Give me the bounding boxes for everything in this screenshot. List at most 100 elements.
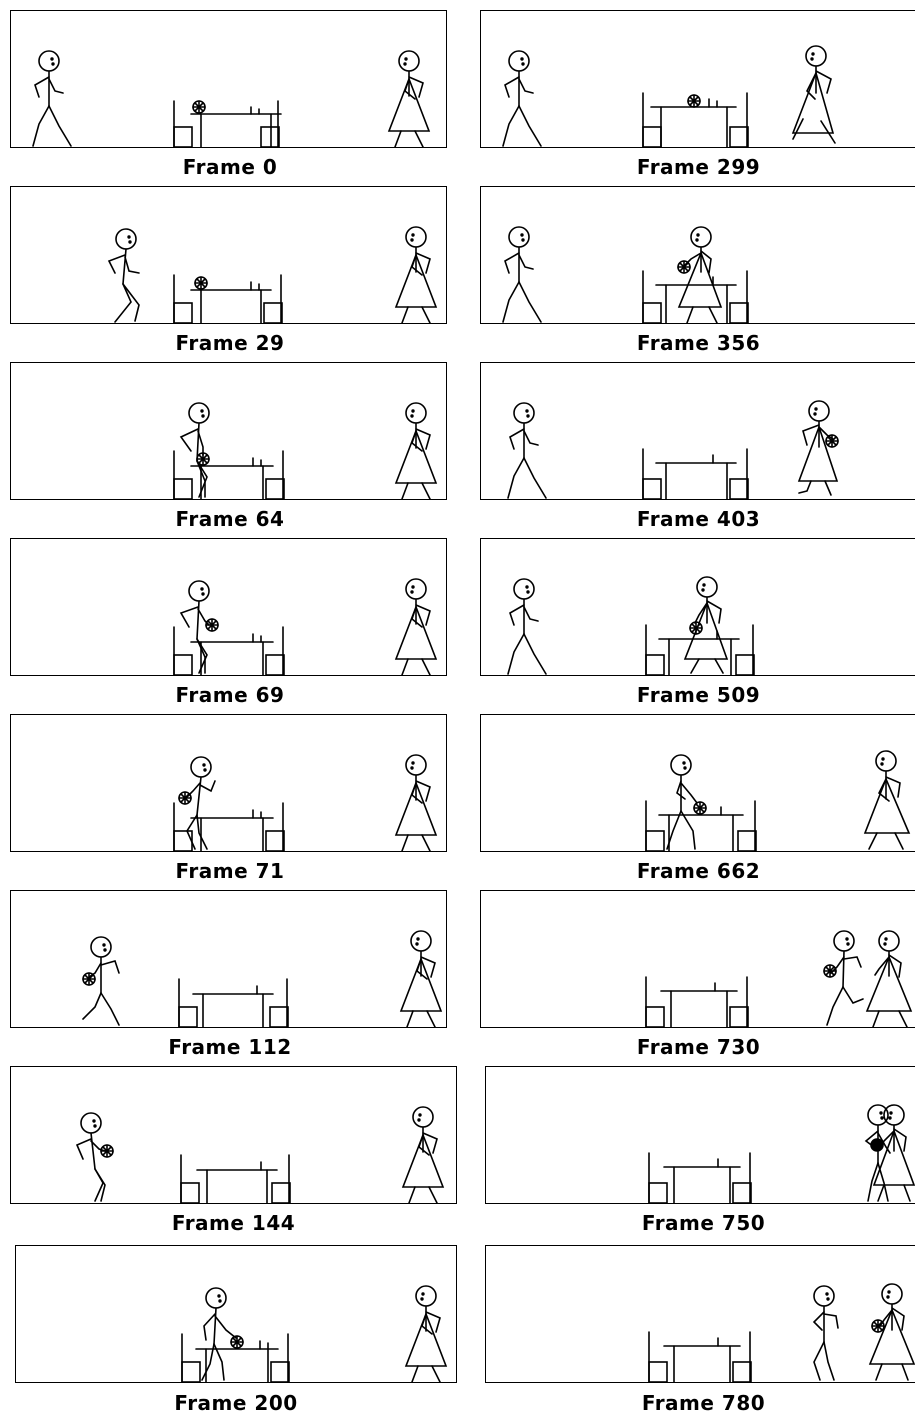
ball <box>826 435 838 447</box>
chair-right <box>736 625 754 675</box>
stick-figure-left <box>181 581 209 673</box>
frame-caption: Frame 730 <box>480 1035 915 1059</box>
frame-panel <box>480 538 915 676</box>
chair-right <box>733 1153 751 1203</box>
chair-left <box>181 1155 199 1203</box>
stick-figure-right <box>865 751 909 849</box>
ball <box>195 277 207 289</box>
ball <box>824 965 836 977</box>
stick-figure-left <box>77 1113 105 1201</box>
stick-figure-left <box>181 403 209 497</box>
stick-figure-left <box>814 1286 838 1380</box>
stick-figure-right <box>396 403 436 499</box>
scene-drawing <box>16 1246 457 1383</box>
frame-panel <box>10 10 447 148</box>
scene-drawing <box>11 187 447 324</box>
stick-figure-right <box>679 227 721 323</box>
stick-figure-right <box>389 51 429 147</box>
table <box>197 1162 277 1203</box>
chair-left <box>179 979 197 1027</box>
frame-cell-64: Frame 64 <box>10 362 450 537</box>
scene-drawing <box>11 363 447 500</box>
stick-figure-right <box>396 227 436 323</box>
scene-drawing <box>11 715 447 852</box>
chair-right <box>730 977 748 1027</box>
table <box>664 1338 740 1382</box>
scene-drawing <box>11 891 447 1028</box>
ball <box>101 1145 113 1157</box>
table <box>191 810 273 851</box>
frame-panel <box>480 186 915 324</box>
chair-right <box>733 1332 751 1382</box>
chair-left <box>649 1153 667 1203</box>
scene-drawing <box>11 11 447 148</box>
scene-drawing <box>481 539 915 676</box>
frame-caption: Frame 509 <box>480 683 915 707</box>
table <box>656 277 736 323</box>
chair-right <box>266 451 284 499</box>
frame-panel <box>480 362 915 500</box>
chair-left <box>174 275 192 323</box>
ball <box>193 101 205 113</box>
frame-panel <box>480 714 915 852</box>
scene-drawing <box>481 11 915 148</box>
ball <box>179 792 191 804</box>
stick-figure-right <box>396 755 436 851</box>
frame-cell-403: Frame 403 <box>480 362 915 537</box>
stick-figure-left <box>667 755 697 849</box>
frame-caption: Frame 112 <box>10 1035 450 1059</box>
stick-figure-left <box>202 1288 236 1380</box>
frame-panel <box>480 10 915 148</box>
frame-cell-356: Frame 356 <box>480 186 915 361</box>
ball <box>690 622 702 634</box>
frame-caption: Frame 403 <box>480 507 915 531</box>
chair-right <box>270 979 288 1027</box>
stick-figure-right <box>867 931 911 1027</box>
chair-left <box>643 449 661 499</box>
scene-drawing <box>486 1246 915 1383</box>
chair-right <box>264 275 282 323</box>
frame-panel <box>10 538 447 676</box>
frame-cell-0: Frame 0 <box>10 10 450 185</box>
chair-right <box>272 1155 290 1203</box>
frame-cell-200: Frame 200 <box>15 1245 450 1421</box>
ball <box>678 261 690 273</box>
frame-cell-69: Frame 69 <box>10 538 450 713</box>
frame-caption: Frame 780 <box>485 1391 915 1415</box>
frame-panel <box>10 186 447 324</box>
chair-right <box>266 803 284 851</box>
stick-figure-right <box>874 1105 914 1201</box>
frame-panel <box>10 362 447 500</box>
frame-panel <box>15 1245 457 1383</box>
scene-drawing <box>11 1067 457 1204</box>
chair-left <box>649 1332 667 1382</box>
table <box>661 983 737 1027</box>
stick-figure-left <box>109 229 139 322</box>
frame-cell-750: Frame 750 <box>485 1066 915 1241</box>
frame-caption: Frame 69 <box>10 683 450 707</box>
stick-figure-right <box>401 931 441 1027</box>
frame-caption: Frame 299 <box>480 155 915 179</box>
chair-left <box>646 977 664 1027</box>
scene-drawing <box>481 891 915 1028</box>
chair-left <box>174 101 192 147</box>
frame-caption: Frame 64 <box>10 507 450 531</box>
chair-right <box>738 801 756 851</box>
ball <box>206 619 218 631</box>
frame-caption: Frame 0 <box>10 155 450 179</box>
chair-right <box>730 93 748 147</box>
stick-figure-right <box>406 1286 446 1382</box>
scene-drawing <box>481 715 915 852</box>
chair-left <box>174 627 192 675</box>
chair-right <box>271 1334 289 1382</box>
frame-panel <box>485 1066 915 1204</box>
chair-left <box>646 801 664 851</box>
stick-figure-left <box>508 579 546 674</box>
frame-panel <box>10 714 447 852</box>
table <box>659 631 739 675</box>
table <box>193 986 273 1027</box>
frame-caption: Frame 662 <box>480 859 915 883</box>
scene-drawing <box>481 363 915 500</box>
stick-figure-left <box>827 931 863 1025</box>
